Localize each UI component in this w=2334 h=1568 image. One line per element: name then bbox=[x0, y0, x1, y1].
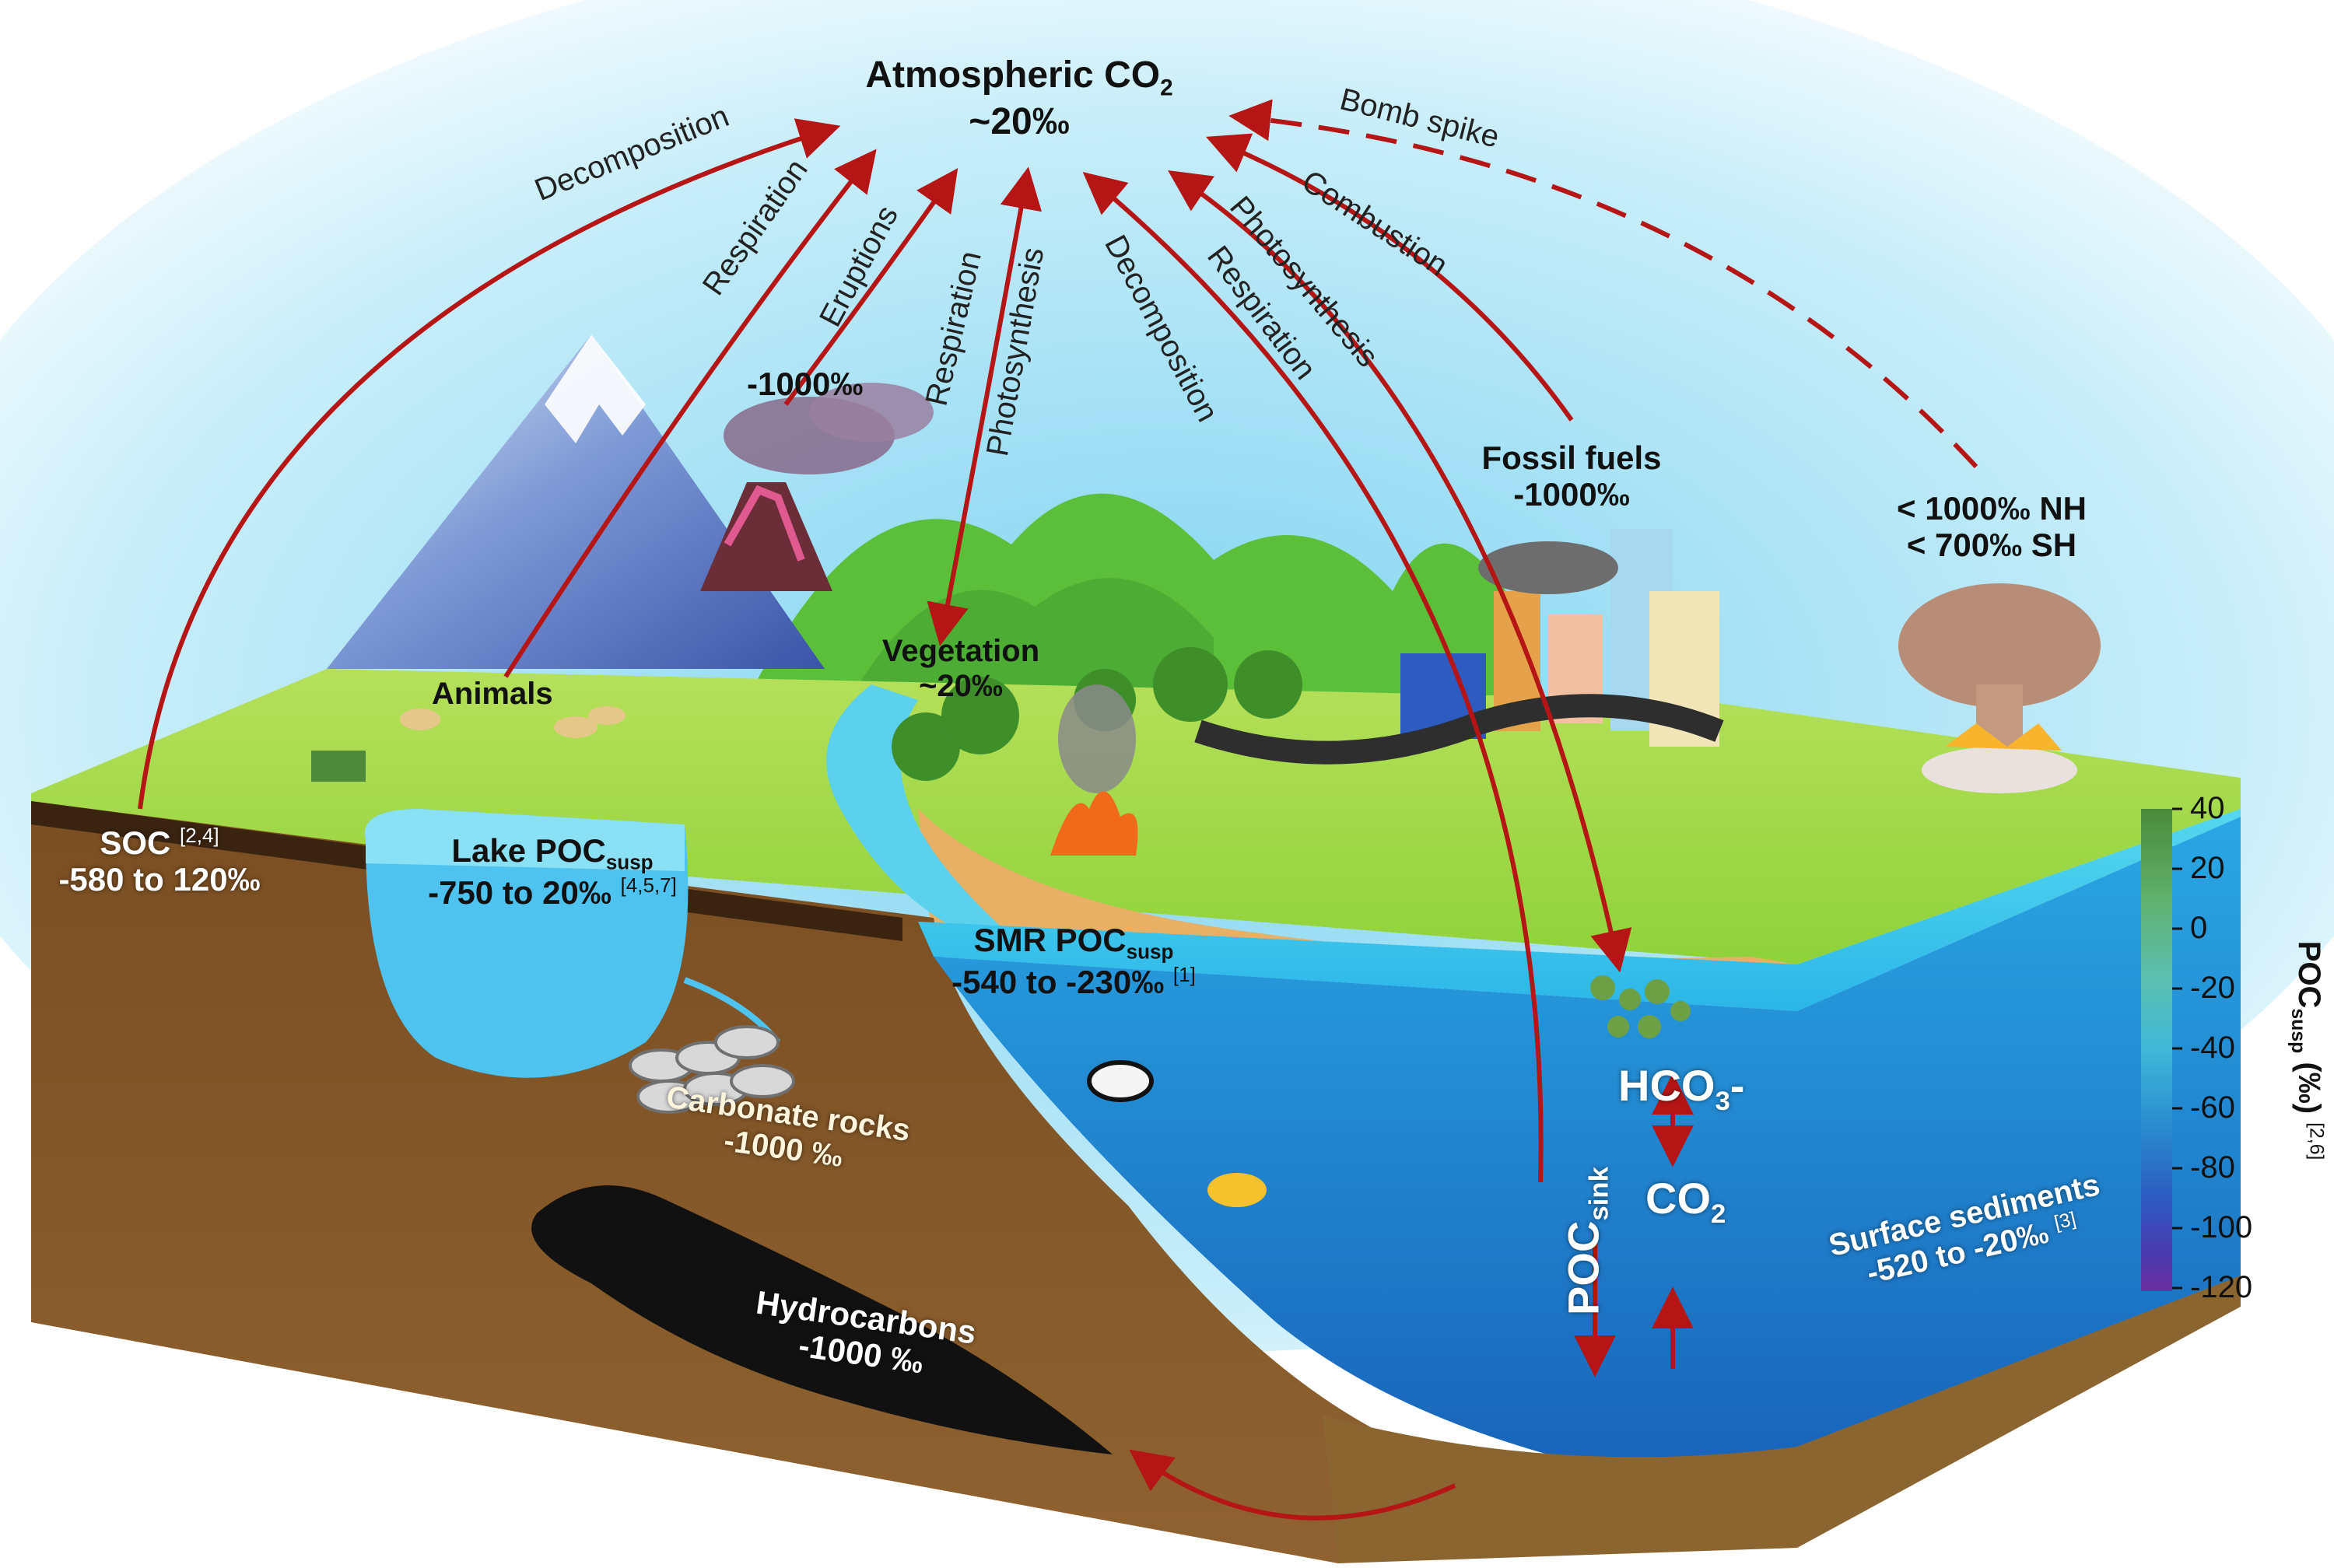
co2-ocean-subscript: 2 bbox=[1711, 1199, 1726, 1230]
atmospheric-co2-subscript: 2 bbox=[1160, 75, 1173, 101]
poc-sink-name: POC bbox=[1558, 1220, 1608, 1315]
colorbar-tick-minus80: -80 bbox=[2190, 1150, 2235, 1185]
smr-poc-value: -540 to -230‰ bbox=[951, 963, 1165, 1000]
soc-value: -580 to 120‰ bbox=[58, 861, 261, 898]
arrow-burial bbox=[1129, 1449, 1456, 1521]
volcano bbox=[700, 482, 832, 591]
colorbar-tick-minus120: -120 bbox=[2190, 1270, 2253, 1304]
river bbox=[826, 684, 1035, 957]
bomb-nh-value: < 1000‰ NH bbox=[1897, 490, 2087, 527]
lake bbox=[364, 809, 689, 1078]
lake-poc-reference: [4,5,7] bbox=[620, 873, 677, 897]
arrow-respiration-photosynthesis-ocean bbox=[1168, 170, 1632, 973]
colorbar-tick-minus40: -40 bbox=[2190, 1031, 2235, 1065]
arrow-combustion bbox=[1206, 133, 1574, 422]
atmospheric-co2-title: Atmospheric CO2 ~20‰ bbox=[840, 54, 1198, 143]
vegetation-name: Vegetation bbox=[881, 634, 1040, 668]
bomb-spike-values: < 1000‰ NH < 700‰ SH bbox=[1867, 490, 2116, 563]
snow-mountain bbox=[327, 334, 825, 669]
carbonate-rocks bbox=[629, 1025, 795, 1114]
colorbar-tick-40: 40 bbox=[2190, 791, 2225, 825]
fossil-fuels-name: Fossil fuels bbox=[1481, 439, 1662, 476]
fossil-fuels-label: Fossil fuels -1000‰ bbox=[1470, 439, 1673, 513]
colorbar-tick-20: 20 bbox=[2190, 851, 2225, 885]
hco3-name: HCO bbox=[1618, 1061, 1715, 1110]
lake-poc-subscript: susp bbox=[605, 850, 654, 874]
smr-poc-name: SMR POC bbox=[973, 922, 1127, 958]
soil-block bbox=[31, 801, 1447, 1563]
flow-arrows bbox=[138, 99, 1978, 1521]
colorbar-tick-minus60: -60 bbox=[2190, 1090, 2235, 1125]
phytoplankton bbox=[1590, 975, 1691, 1038]
colorbar-tick-0: 0 bbox=[2190, 911, 2208, 945]
atmospheric-co2-label: Atmospheric CO bbox=[865, 54, 1161, 96]
bomb-sh-value: < 700‰ SH bbox=[1906, 527, 2077, 564]
ocean-body bbox=[934, 817, 2241, 1501]
colorbar-label-unit: (‰) bbox=[2292, 1062, 2327, 1115]
vegetation-label: Vegetation ~20‰ bbox=[867, 634, 1054, 704]
lake-poc-label: Lake POCsusp -750 to 20‰ [4,5,7] bbox=[389, 832, 716, 911]
hco3-label: HCO3- bbox=[1618, 1061, 1745, 1117]
fire bbox=[1050, 791, 1138, 856]
animals bbox=[400, 706, 626, 738]
animals-label: Animals bbox=[432, 677, 553, 711]
co2-ocean-label: CO2 bbox=[1645, 1174, 1726, 1230]
vegetation-value: ~20‰ bbox=[919, 668, 1003, 703]
arrow-decomposition-soil bbox=[138, 118, 841, 810]
colorbar-label-subscript: susp bbox=[2287, 1008, 2309, 1054]
hco3-subscript: 3 bbox=[1715, 1087, 1730, 1117]
tractor bbox=[311, 751, 366, 782]
soc-label: SOC [2,4] -580 to 120‰ bbox=[47, 824, 272, 898]
colorbar-tick-minus20: -20 bbox=[2190, 971, 2235, 1005]
poc-sink-label: POCsink bbox=[1558, 1148, 1614, 1335]
colorbar-label-reference: [2,6] bbox=[2305, 1122, 2327, 1160]
colorbar-tick-minus100: -100 bbox=[2190, 1210, 2253, 1244]
arrow-respiration-animals bbox=[503, 149, 877, 678]
smr-poc-reference: [1] bbox=[1172, 962, 1196, 986]
surface-sediments-reference: [3] bbox=[2052, 1208, 2078, 1234]
colorbar-label: POCsusp (‰) [2,6] bbox=[2287, 849, 2326, 1253]
fire-smoke bbox=[1058, 684, 1136, 793]
lake-poc-value: -750 to 20‰ bbox=[428, 873, 612, 911]
hco3-suffix: - bbox=[1729, 1061, 1745, 1110]
arrow-respiration-photosynthesis-veg bbox=[927, 166, 1043, 646]
fossil-fuels-value: -1000‰ bbox=[1513, 476, 1630, 513]
soc-name: SOC bbox=[100, 824, 171, 861]
smr-poc-subscript: susp bbox=[1126, 940, 1174, 964]
atmospheric-co2-value: ~20‰ bbox=[969, 100, 1070, 142]
smr-poc-label: SMR POCsusp -540 to -230‰ [1] bbox=[910, 922, 1237, 1000]
colorbar bbox=[2141, 809, 2172, 1291]
lake-poc-name: Lake POC bbox=[451, 832, 606, 869]
co2-ocean-name: CO bbox=[1645, 1174, 1711, 1223]
hydrocarbon-deposit bbox=[531, 1185, 1113, 1454]
soc-reference: [2,4] bbox=[180, 824, 219, 847]
mushroom-cloud bbox=[1898, 583, 2101, 793]
arrow-bomb-spike bbox=[1228, 99, 1978, 469]
seabed bbox=[1323, 1276, 2241, 1563]
poc-sink-subscript: sink bbox=[1584, 1167, 1614, 1221]
colorbar-label-main: POC bbox=[2292, 940, 2327, 1009]
volcano-value: -1000‰ bbox=[747, 366, 864, 402]
fish bbox=[1087, 1060, 1267, 1207]
